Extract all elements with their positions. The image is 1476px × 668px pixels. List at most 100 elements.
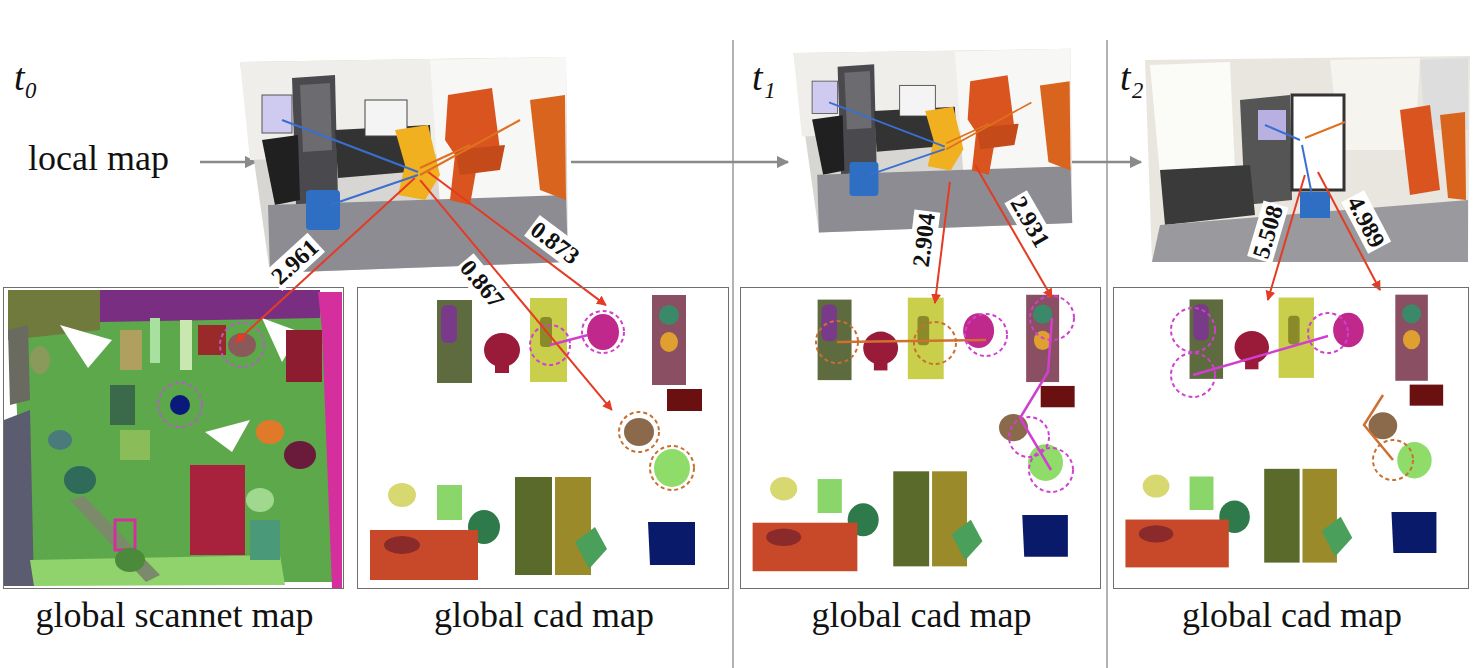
scannet-segments	[4, 288, 343, 588]
scannet-segments	[198, 325, 226, 355]
match-overlay	[837, 340, 986, 342]
scannet-segments	[246, 488, 274, 512]
scannet-segments	[70, 496, 160, 582]
scannet-segments	[170, 395, 190, 415]
scannet-segments	[110, 385, 135, 425]
match-overlay	[1193, 336, 1328, 375]
scannet-segments	[284, 441, 316, 469]
scannet-segments	[180, 320, 192, 370]
match-overlay	[650, 446, 694, 490]
scannet-segments	[115, 520, 135, 550]
scannet-segments	[158, 383, 202, 427]
scannet-segments	[60, 325, 112, 368]
distance-score: 0.867	[454, 253, 511, 314]
match-overlay	[1029, 448, 1073, 492]
match-overlay	[1171, 353, 1215, 397]
time-step-label: t₂	[1120, 56, 1144, 100]
match-overlay	[582, 311, 624, 353]
local-map-scan	[1145, 56, 1470, 262]
scannet-segments	[205, 420, 250, 452]
map-panel: global cad map	[357, 287, 729, 589]
panel-caption: global cad map	[1114, 595, 1470, 636]
scannet-segments	[286, 330, 322, 382]
cad-objects	[1125, 295, 1443, 568]
scannet-segments	[12, 310, 336, 582]
scannet-segments	[30, 346, 50, 374]
local-map-frame: t₀	[236, 56, 569, 274]
match-overlay	[1009, 417, 1049, 457]
scannet-segments	[120, 430, 150, 460]
map-label: local map	[28, 138, 169, 179]
match-overlay	[1373, 440, 1413, 480]
match-overlay	[1030, 296, 1074, 340]
distance-score: 4.989	[1341, 190, 1391, 254]
match-overlay	[965, 314, 1007, 356]
local-map-scan	[1258, 110, 1286, 140]
scannet-segments	[220, 323, 264, 367]
local-map-pointer	[200, 161, 256, 164]
local-map-scan	[1440, 112, 1466, 200]
distance-score: 2.904	[907, 210, 940, 271]
match-arrow	[420, 180, 612, 410]
cad-objects	[753, 295, 1075, 571]
time-arrow	[1072, 161, 1141, 164]
local-map-frame: t₂	[1143, 54, 1470, 266]
panel-caption: global scannet map	[4, 595, 345, 636]
panel-divider	[1106, 40, 1108, 668]
match-overlay	[1171, 308, 1215, 352]
distance-score: 2.961	[264, 233, 325, 292]
scannet-segments	[64, 466, 96, 494]
distance-score: 0.873	[524, 215, 586, 271]
scannet-segments	[190, 465, 245, 555]
scannet-segments	[150, 318, 160, 363]
panel-divider	[733, 40, 1107, 668]
distance-score: 2.931	[1004, 190, 1056, 253]
map-panel: global scannet map	[3, 287, 344, 589]
map-panel: global cad map	[1113, 287, 1469, 589]
match-overlay	[1364, 395, 1393, 460]
scannet-segments	[8, 325, 30, 405]
scannet-segments	[250, 520, 280, 560]
time-step-label: t₀	[14, 56, 38, 100]
cad-objects	[370, 295, 702, 580]
match-arrow	[428, 172, 606, 305]
local-map-scan	[1265, 125, 1300, 140]
panel-caption: global cad map	[741, 595, 1102, 636]
cad-objects	[370, 295, 1443, 580]
local-map-scan	[1160, 165, 1255, 225]
local-map-scan	[1400, 105, 1440, 195]
panel-caption: global cad map	[358, 595, 730, 636]
match-overlay	[816, 321, 858, 363]
local-map-scan	[1305, 122, 1345, 138]
scannet-segments	[48, 430, 72, 450]
match-overlay	[914, 322, 956, 364]
time-step-label: t₁	[752, 56, 776, 100]
local-map-scan	[1150, 62, 1235, 175]
match-overlay	[530, 296, 1413, 492]
local-map-scan	[240, 49, 1072, 273]
match-arrow	[935, 182, 950, 303]
distance-score: 5.508	[1247, 201, 1289, 264]
scannet-segments	[115, 548, 145, 572]
local-map-pointer	[200, 162, 256, 163]
map-panel: global cad map	[740, 287, 1101, 589]
scannet-segments	[4, 410, 34, 586]
local-map-scan	[1292, 95, 1344, 190]
local-map-scan	[1302, 145, 1312, 195]
scannet-segments	[30, 555, 285, 586]
match-overlay	[1308, 313, 1348, 353]
scannet-segments	[256, 420, 284, 444]
match-overlay	[619, 412, 659, 452]
match-arrow	[236, 178, 415, 342]
scannet-segments	[4, 288, 343, 588]
local-map-scan	[1300, 192, 1330, 218]
scannet-segments	[120, 330, 142, 370]
match-overlay	[530, 325, 570, 365]
time-arrow	[571, 161, 788, 164]
panel-divider	[732, 40, 734, 668]
local-map-scan	[1145, 56, 1470, 262]
